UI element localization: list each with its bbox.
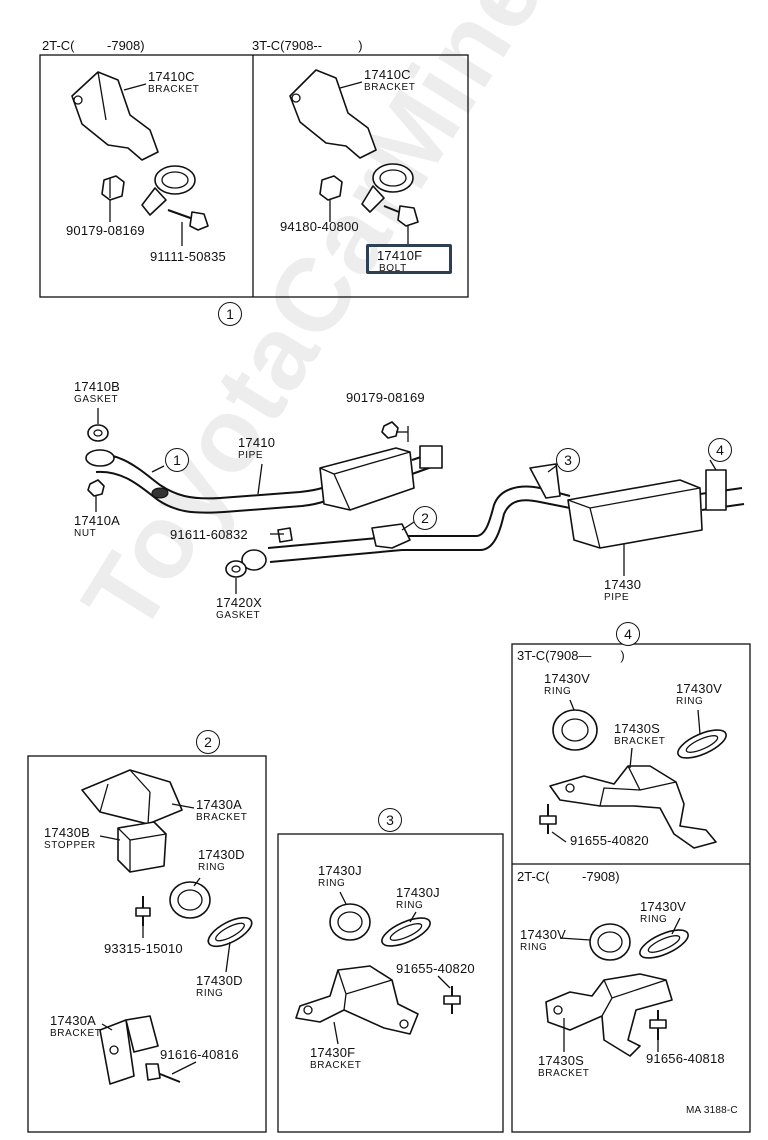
leader-lines-panel-4 [551,699,701,1052]
bracket-17410c-left-drawing [71,71,159,161]
ring-17430d-a-drawing [169,881,211,919]
ring-17430d-b-drawing [207,916,253,948]
leader-lines-panel-1 [109,81,409,246]
stopper-17430b-drawing [117,821,167,873]
gasket-17420x-drawing [225,560,247,578]
label-91611-60832: 91611-60832 [170,527,248,542]
bracket-17430a-top-drawing [81,769,183,825]
panel-4-top-header: 3T-C(7908— ) [517,648,625,663]
ring-17430j-a-drawing [329,903,371,941]
nut-90179-left-drawing [101,175,125,201]
panel-1-frames [39,54,469,298]
bolt-93315-drawing [135,896,151,926]
clamp-left-drawing [141,165,196,216]
callout-1-panel: 1 [218,302,242,326]
label-91111-50835: 91111-50835 [150,249,226,264]
bolt-91655-p3-drawing [443,986,461,1014]
diagram-code: MA 3188-C [686,1105,738,1116]
label-93315-15010: 93315-15010 [104,941,183,956]
bolt-17410f-drawing [383,205,419,227]
label-91655-40820-p4: 91655-40820 [570,833,649,848]
label-90179-08169-main: 90179-08169 [346,390,425,405]
label-91616-40816: 91616-40816 [160,1047,239,1062]
callout-2-panel: 2 [196,730,220,754]
callout-3-main: 3 [556,448,580,472]
label-94180-40800: 94180-40800 [280,219,359,234]
main-muffler-drawing [529,463,745,549]
ring-17430v-a-drawing [552,709,598,751]
label-90179-08169-left: 90179-08169 [66,223,145,238]
nut-90179-main-drawing [381,421,409,442]
bracket-17430s-top-drawing [549,765,717,849]
bolt-91611-drawing [277,527,293,543]
panel-2-frame [27,755,267,1133]
callout-1-main: 1 [165,448,189,472]
gasket-17410b-drawing [87,424,109,442]
bracket-17430s-bottom-drawing [545,973,673,1057]
leader-lines-panel-3 [333,891,451,1045]
bracket-17410c-right-drawing [289,69,377,159]
bracket-17430f-drawing [295,965,419,1035]
front-muffler-drawing [319,445,443,511]
label-91655-40820-p3: 91655-40820 [396,961,475,976]
front-pipe-17410-drawing [85,449,345,514]
callout-2-main: 2 [413,506,437,530]
leader-lines-panel-2 [99,803,231,1075]
bolt-91656-drawing [649,1010,667,1040]
bolt-91111-drawing [167,209,209,231]
ring-17430v-d-drawing [639,929,689,959]
panel-1-left-header: 2T-C( -7908) [42,38,145,53]
callout-4-main: 4 [708,438,732,462]
label-91656-40818: 91656-40818 [646,1051,725,1066]
panel-4-bottom-header: 2T-C( -7908) [517,869,620,884]
clamp-right-drawing [361,163,414,213]
ring-17430j-b-drawing [381,917,431,947]
leader-lines-main [95,408,717,594]
nut-94180-drawing [319,175,343,201]
ring-17430v-c-drawing [589,923,631,961]
bracket-17430a-bottom-drawing [99,1015,159,1085]
panel-1-right-header: 3T-C(7908-- ) [252,38,363,53]
tail-pipe-17430-drawing [241,485,571,571]
bolt-91655-p4-drawing [539,804,557,834]
ring-17430v-b-drawing [677,729,727,759]
panel-3-frame [277,833,504,1133]
bolt-91616-drawing [145,1063,181,1083]
callout-3-panel: 3 [378,808,402,832]
highlight-box-17410f [366,244,452,274]
callout-4-panel: 4 [616,622,640,646]
nut-17410a-drawing [87,479,105,497]
